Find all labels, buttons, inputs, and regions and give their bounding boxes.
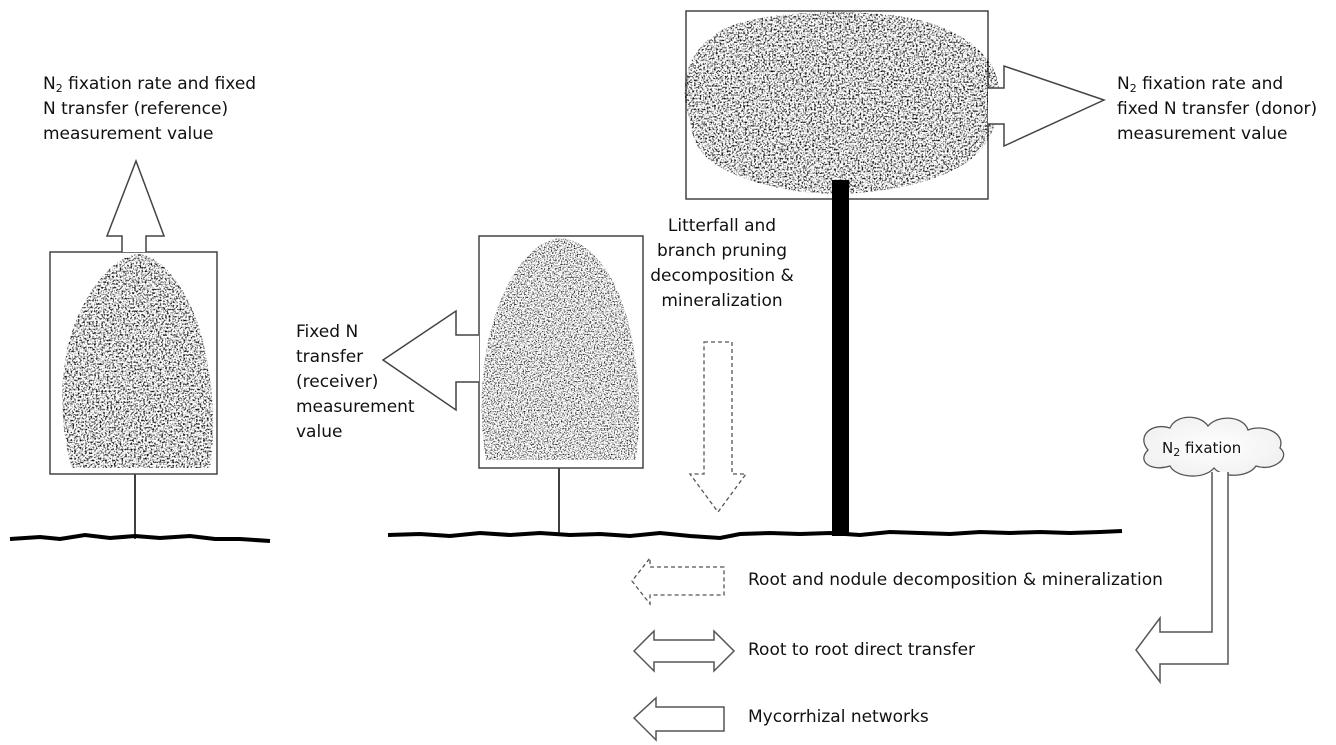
ground-line-right [387,529,1123,541]
litterfall-label: Litterfall and branch pruning decomposit… [650,216,794,311]
legend-dashed-left-arrow [631,556,725,606]
ground-line-left [9,532,271,543]
donor-tree-trunk [832,180,849,536]
receiver-left-arrow [381,309,479,412]
receiver-tree [478,235,644,535]
donor-tree-crown [684,12,1000,194]
reference-tree-crown [62,254,214,468]
receiver-tree-crown [481,238,640,460]
donor-right-arrow [988,64,1107,148]
legend-label-mycorrhizal: Mycorrhizal networks [748,707,929,727]
receiver-label: Fixed N transfer (receiver) measurement … [296,322,415,442]
legend-left-arrow [632,696,725,742]
reference-up-arrow [105,158,166,252]
litterfall-down-arrow [688,341,748,514]
reference-tree [49,251,218,539]
n2-fixation-cloud [1143,416,1285,477]
n2-fixation-l-arrow [1135,472,1229,685]
legend-label-decomposition: Root and nodule decomposition & minerali… [748,570,1163,590]
donor-tree [684,10,1000,536]
legend-label-root-transfer: Root to root direct transfer [748,640,976,660]
reference-label: N2 fixation rate and fixed N transfer (r… [43,74,257,144]
donor-label: N2 fixation rate and fixed N transfer (d… [1117,74,1318,144]
legend-double-arrow [632,629,736,673]
n2-fixation-cloud-label: N2 fixation [1162,439,1242,459]
